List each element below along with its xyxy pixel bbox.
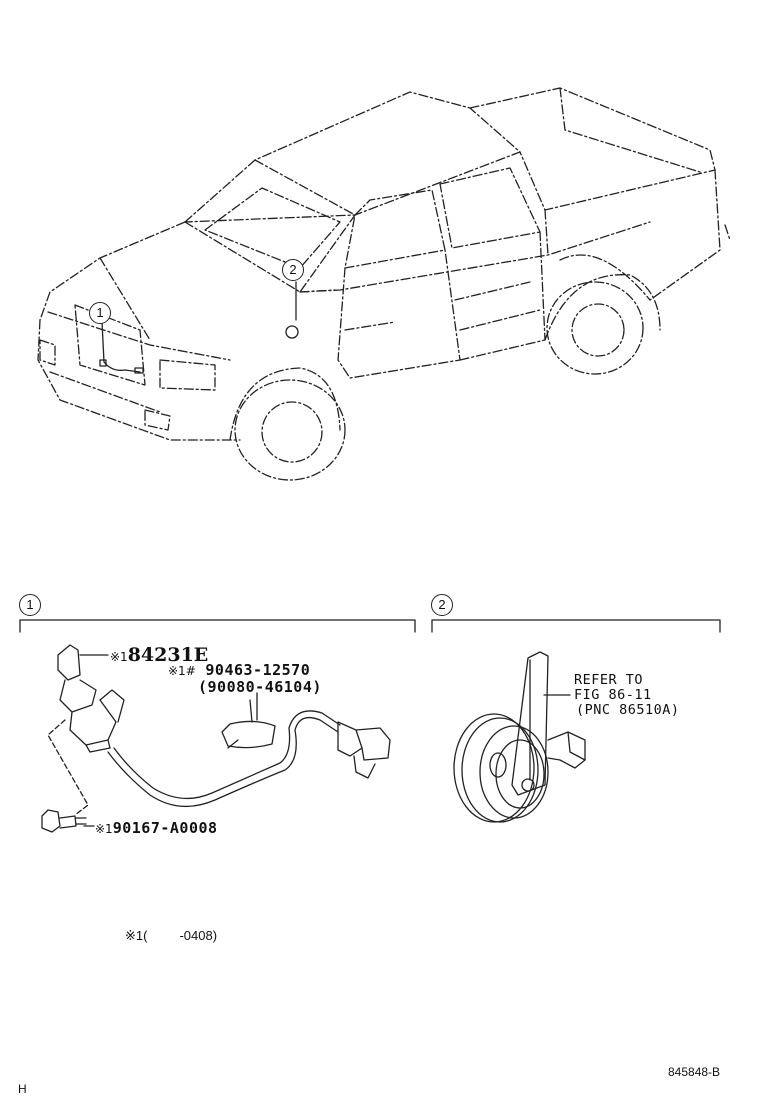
part-84231E-label: ※184231E xyxy=(110,646,208,665)
hash-mark: # xyxy=(185,664,196,678)
part-90167-label: ※190167-A0008 xyxy=(95,820,218,836)
part-number: 90463-12570 xyxy=(205,661,311,679)
section2-number: 2 xyxy=(431,594,453,616)
section2-bracket xyxy=(431,619,721,633)
horn-wire-harness xyxy=(41,644,391,833)
corner-letter: H xyxy=(18,1082,27,1096)
note-mark: ※1 xyxy=(110,650,128,664)
reference-line3: (PNC 86510A) xyxy=(576,702,680,718)
note-mark: ※1 xyxy=(168,664,186,678)
part-number: 84231E xyxy=(127,644,209,666)
note-mark: ※1 xyxy=(95,822,113,836)
part-90080-label: (90080-46104) xyxy=(198,678,322,696)
reference-line1: REFER TO xyxy=(574,672,644,688)
footnote-range: -0408) xyxy=(179,928,218,943)
callout-1-truck: 1 xyxy=(89,302,111,324)
horn-assembly xyxy=(453,651,586,823)
footnote: ※1( -0408) xyxy=(125,929,217,942)
truck-illustration xyxy=(37,87,731,481)
footnote-mark: ※1( xyxy=(125,928,148,943)
section1-bracket xyxy=(19,619,416,633)
section1-number: 1 xyxy=(19,594,41,616)
part-number: 90167-A0008 xyxy=(112,819,218,837)
reference-line2: FIG 86-11 xyxy=(574,687,652,703)
part-90463-label: ※1# 90463-12570 xyxy=(168,662,310,678)
figure-id: 845848-B xyxy=(668,1065,721,1079)
callout-2-truck: 2 xyxy=(282,259,304,281)
